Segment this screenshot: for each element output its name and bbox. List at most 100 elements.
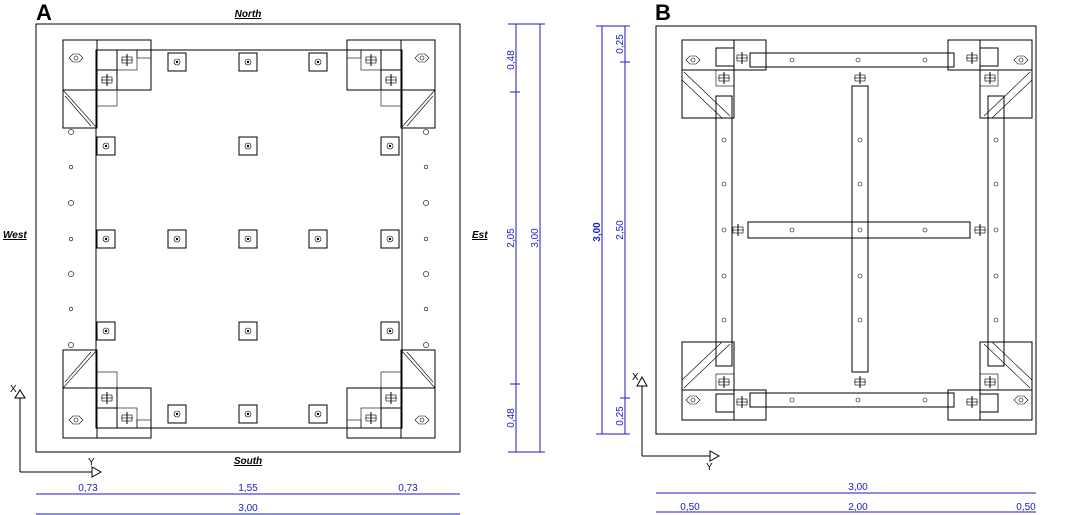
anchor-plate xyxy=(96,136,116,156)
panel-b-letter: B xyxy=(655,0,671,25)
east-label: Est xyxy=(472,230,488,241)
north-label: North xyxy=(235,9,262,20)
hole-icon xyxy=(857,317,863,323)
hole-icon xyxy=(855,57,861,63)
panel-b-corner-supports xyxy=(681,39,1033,421)
anchor-plate xyxy=(380,136,400,156)
a-dim-bottom-total: 3,00 xyxy=(238,503,258,514)
anchor-plate xyxy=(308,229,328,249)
anchor-plate xyxy=(238,321,258,341)
anchor-bolt-center xyxy=(246,237,250,241)
panel-a-axis-x: X xyxy=(10,384,17,395)
panel-a-dimension-horizontal: 0,73 1,55 0,73 3,00 xyxy=(36,483,460,515)
corner-support-top-left xyxy=(62,39,152,129)
anchor-bolt-icon xyxy=(386,235,394,243)
a-dim-bottom-seg-2: 1,55 xyxy=(238,483,258,494)
anchor-bolt-icon xyxy=(386,327,394,335)
b-dim-left-seg-2: 2,50 xyxy=(615,220,626,240)
b-dim-bottom-seg-2: 2,00 xyxy=(848,502,868,513)
panel-a-dimension-vertical: 0,48 2,05 0,48 3,00 xyxy=(506,23,545,453)
panel-b-axis-x: X xyxy=(632,372,639,383)
anchor-bolt-center xyxy=(316,237,320,241)
hex-nut-icon xyxy=(685,55,701,65)
a-dim-right-seg-2: 2,05 xyxy=(506,228,517,248)
hole-icon xyxy=(721,181,727,187)
hole-icon xyxy=(857,181,863,187)
hex-nut-icon xyxy=(68,53,84,63)
panel-b: B X Y xyxy=(592,0,1037,513)
anchor-plates xyxy=(96,52,400,424)
anchor-bolt-icon xyxy=(173,58,181,66)
anchor-bolt-icon xyxy=(102,142,110,150)
corner-assembly xyxy=(947,341,1033,421)
anchor-bolt-icon xyxy=(173,235,181,243)
hole-icon xyxy=(789,397,795,403)
hole-icon xyxy=(922,397,928,403)
hole-icon xyxy=(993,227,999,233)
anchor-bolt-icon xyxy=(244,142,252,150)
anchor-bolt-center xyxy=(388,144,392,148)
anchor-plate xyxy=(308,52,328,72)
hex-nut-icon xyxy=(414,415,430,425)
hole-icon xyxy=(922,227,928,233)
b-dim-left-seg-3: 0,25 xyxy=(615,406,626,426)
anchor-bolt-center xyxy=(246,329,250,333)
hole-icon xyxy=(721,317,727,323)
hole-icon xyxy=(68,342,74,348)
anchor-bolt-center xyxy=(246,144,250,148)
beam-bottom-horizontal xyxy=(749,392,955,408)
corner-assembly xyxy=(62,39,152,129)
panel-b-outer-boundary xyxy=(655,25,1037,435)
hole-icon xyxy=(68,164,74,170)
anchor-bolt-icon xyxy=(314,410,322,418)
hole-icon xyxy=(922,57,928,63)
hole-icon xyxy=(993,181,999,187)
a-dim-bottom-seg-3: 0,73 xyxy=(398,483,418,494)
hole-icon xyxy=(855,397,861,403)
a-dim-bottom-seg-1: 0,73 xyxy=(78,483,98,494)
beam-top-horizontal xyxy=(749,52,955,68)
hole-icon xyxy=(721,137,727,143)
hole-icon xyxy=(423,200,429,206)
b-dim-bottom-seg-3: 0,50 xyxy=(1016,502,1036,513)
hole-icon xyxy=(73,55,79,61)
corner-assembly xyxy=(947,39,1033,119)
beam-left-vertical xyxy=(715,95,733,367)
anchor-bolt-center xyxy=(175,412,179,416)
anchor-bolt-icon xyxy=(314,235,322,243)
panel-b-axis-y: Y xyxy=(706,462,713,473)
anchor-bolt-icon xyxy=(314,58,322,66)
a-dim-right-seg-1: 0,48 xyxy=(506,50,517,70)
beam-center-vertical xyxy=(851,85,869,373)
hole-icon xyxy=(993,273,999,279)
anchor-bolt-center xyxy=(246,60,250,64)
anchor-plate xyxy=(238,229,258,249)
hole-icon xyxy=(993,137,999,143)
beam-center-horizontal xyxy=(747,221,971,239)
anchor-bolt-icon xyxy=(244,410,252,418)
anchor-bolt-icon xyxy=(244,58,252,66)
anchor-bolt-center xyxy=(316,60,320,64)
anchor-plate xyxy=(238,136,258,156)
hole-icon xyxy=(789,227,795,233)
anchor-bolt-center xyxy=(104,237,108,241)
anchor-plate xyxy=(96,321,116,341)
anchor-plate xyxy=(167,404,187,424)
hole-icon xyxy=(423,164,429,170)
corner-support-bottom-right xyxy=(346,349,436,439)
panel-a-axis-y: Y xyxy=(88,457,95,468)
west-label: West xyxy=(3,230,27,241)
anchor-bolt-center xyxy=(104,329,108,333)
a-dim-right-seg-3: 0,48 xyxy=(506,408,517,428)
corner-support-bottom-left xyxy=(62,349,152,439)
hex-nut-icon xyxy=(1013,55,1029,65)
a-dim-right-total: 3,00 xyxy=(530,228,541,248)
panel-b-dimension-vertical: 3,00 0,25 2,50 0,25 xyxy=(592,25,630,435)
anchor-plate xyxy=(167,52,187,72)
hex-nut-icon xyxy=(1013,395,1029,405)
anchor-bolt-center xyxy=(175,237,179,241)
hole-icon xyxy=(721,227,727,233)
panel-b-beam-holes xyxy=(721,57,999,403)
hole-icon xyxy=(68,236,74,242)
